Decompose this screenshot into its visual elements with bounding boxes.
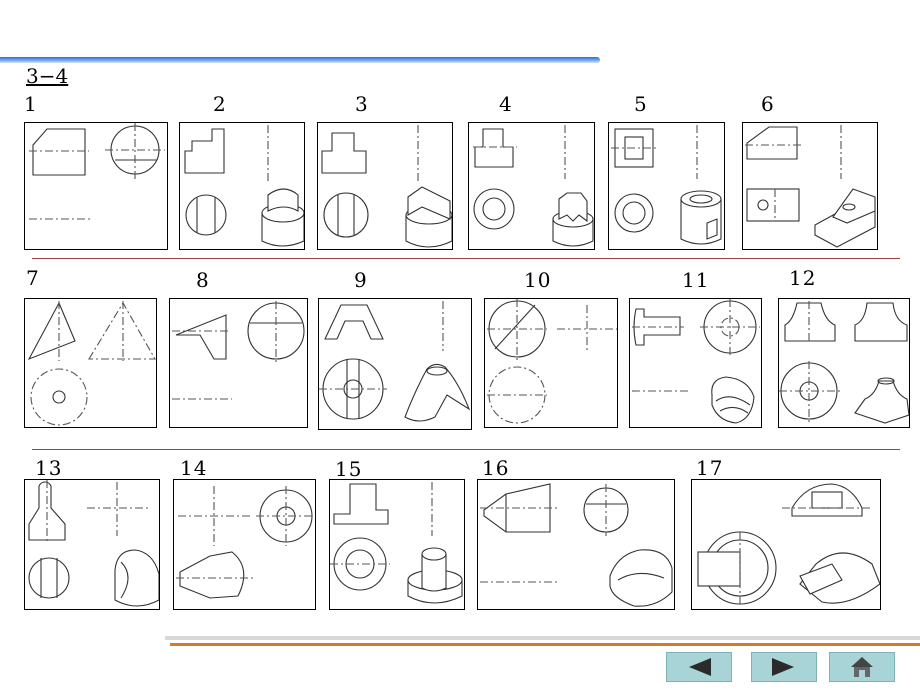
problem-number-11: 11 <box>682 268 710 292</box>
drawing-1[interactable] <box>24 122 168 250</box>
problem-number-13: 13 <box>35 456 63 480</box>
drawing-3[interactable] <box>317 122 453 250</box>
footer-accent <box>170 643 920 646</box>
drawing-15[interactable] <box>329 479 465 610</box>
problem-number-9: 9 <box>354 268 368 292</box>
right-arrow-icon <box>772 658 794 676</box>
problem-number-1: 1 <box>24 92 38 116</box>
prev-button[interactable] <box>666 652 732 682</box>
drawing-17[interactable] <box>691 479 881 610</box>
next-button[interactable] <box>751 652 817 682</box>
drawing-16[interactable] <box>477 479 675 610</box>
problem-number-8: 8 <box>196 268 210 292</box>
drawing-7[interactable] <box>24 298 157 428</box>
problem-number-7: 7 <box>26 266 40 290</box>
footer-rule <box>165 636 920 640</box>
problem-number-17: 17 <box>696 456 724 480</box>
drawing-9[interactable] <box>318 298 472 430</box>
drawing-4[interactable] <box>468 122 595 250</box>
row-divider-2 <box>32 449 900 450</box>
problem-number-6: 6 <box>761 92 775 116</box>
home-icon <box>851 657 873 677</box>
home-button[interactable] <box>829 652 895 682</box>
section-title: 3−4 <box>26 64 69 88</box>
drawing-6[interactable] <box>742 122 878 250</box>
drawing-8[interactable] <box>169 298 308 428</box>
problem-number-5: 5 <box>634 92 648 116</box>
drawing-13[interactable] <box>24 479 160 610</box>
drawing-11[interactable] <box>629 298 762 428</box>
problem-number-2: 2 <box>213 92 227 116</box>
problem-number-12: 12 <box>789 266 817 290</box>
problem-number-14: 14 <box>180 456 208 480</box>
drawing-10[interactable] <box>484 298 618 428</box>
drawing-14[interactable] <box>173 479 316 610</box>
problem-number-16: 16 <box>482 456 510 480</box>
header-accent-line <box>0 57 600 63</box>
problem-number-10: 10 <box>524 268 552 292</box>
problem-number-15: 15 <box>335 457 363 481</box>
drawing-12[interactable] <box>778 298 910 428</box>
problem-number-4: 4 <box>499 92 513 116</box>
drawing-2[interactable] <box>179 122 305 250</box>
row-divider <box>32 258 900 259</box>
drawing-5[interactable] <box>608 122 725 250</box>
left-arrow-icon <box>689 658 711 676</box>
problem-number-3: 3 <box>355 92 369 116</box>
